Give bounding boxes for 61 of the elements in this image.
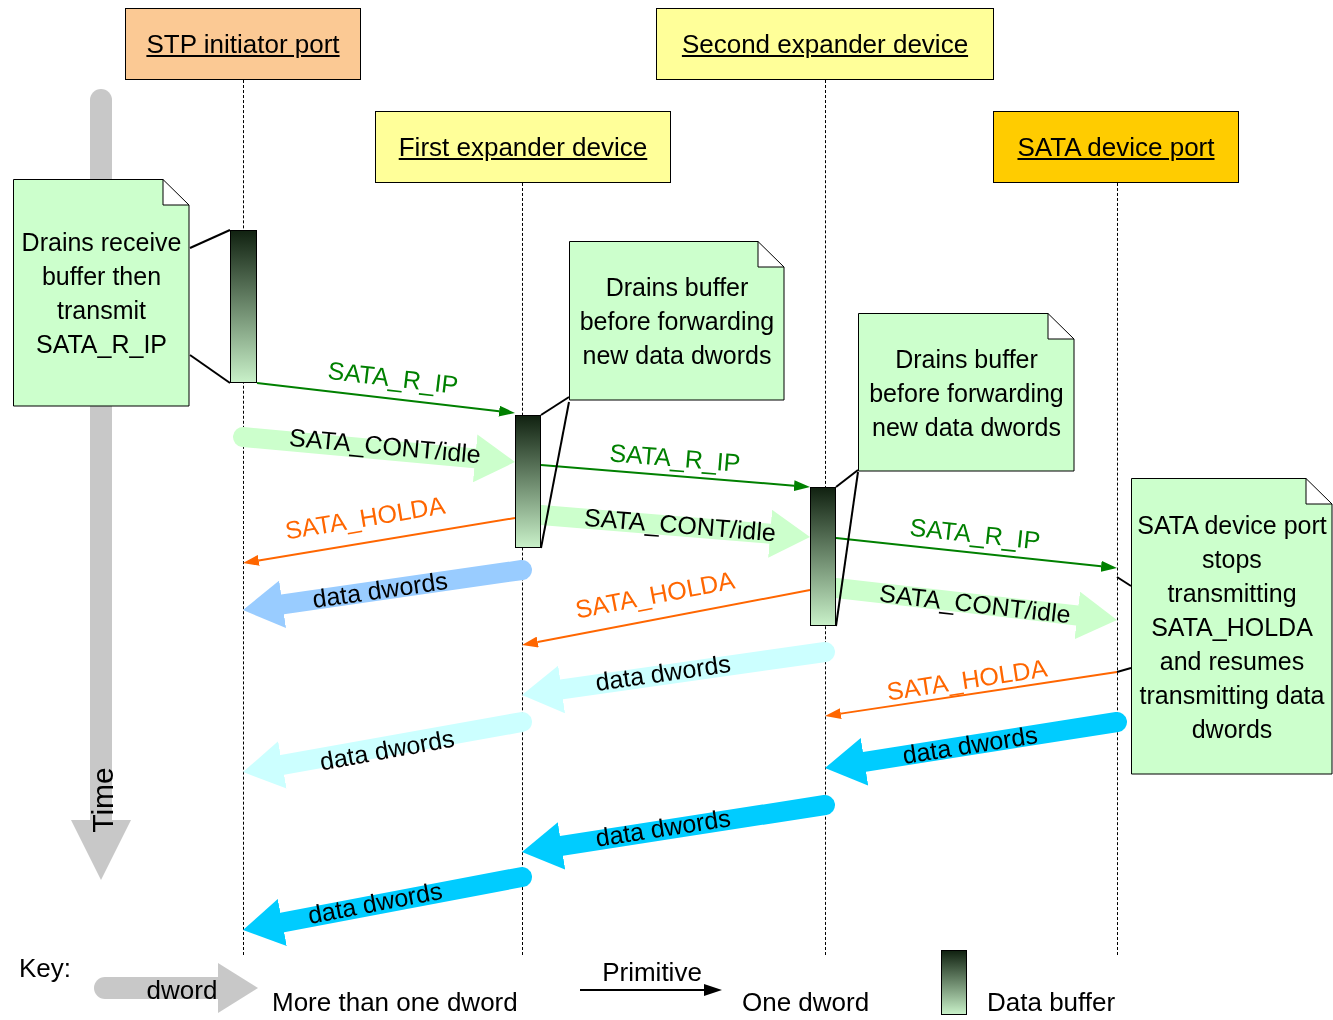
key-heading: Key: [19, 952, 71, 984]
participant-box [375, 111, 671, 183]
edge-label: SATA_R_IP [608, 438, 742, 478]
leader-line [1116, 667, 1132, 673]
participant-box [125, 8, 361, 80]
note-box [569, 241, 785, 401]
arrow [835, 537, 1117, 572]
leader-line [189, 354, 231, 384]
legend-text: More than one dword [272, 986, 518, 1018]
leader-line [1116, 576, 1132, 587]
edge-label: data dwords [900, 720, 1040, 770]
lifeline [1117, 183, 1118, 955]
edge-label: SATA_CONT/idle [877, 578, 1073, 630]
leader-line [540, 396, 570, 416]
wide-arrow [243, 867, 532, 947]
note-text: Drains buffer before forwarding new data dwords [578, 272, 776, 371]
data-buffer-bar [230, 230, 257, 383]
participant-box [656, 8, 994, 80]
note-text: Drains receive buffer then transmit SATA_R_IP [20, 227, 183, 360]
note-text: Drains buffer before forwarding new data dwords [868, 343, 1065, 443]
edge-label: data dwords [305, 876, 445, 930]
data-buffer-bar [810, 487, 836, 626]
arrow [825, 671, 1118, 720]
wide-arrow [243, 560, 532, 629]
arrow [540, 464, 810, 492]
edge-label: data dwords [310, 566, 450, 614]
edge-label: SATA_R_IP [326, 356, 460, 400]
edge-label: SATA_R_IP [908, 512, 1042, 556]
legend-text: One dword [742, 986, 870, 1018]
note-text: SATA device port stops transmitting SATA_HOLDA and resumes transmitting data dwords [1137, 509, 1327, 745]
data-buffer-bar [515, 415, 541, 548]
edge-label: data dwords [593, 649, 733, 697]
participant-name: Second expander device [681, 28, 969, 60]
leader-line [189, 229, 231, 249]
participant-name: STP initiator port [146, 28, 340, 60]
edge-label: SATA_CONT/idle [583, 502, 777, 548]
note-box [858, 313, 1075, 472]
edge-label: data dwords [317, 723, 457, 777]
axis-label: Time [86, 767, 120, 833]
wide-arrow [522, 795, 835, 870]
leader-line [835, 469, 859, 488]
legend-text: dword [146, 974, 218, 1006]
participant-box [993, 111, 1239, 183]
participant-name: First expander device [398, 131, 648, 163]
leader-line [835, 471, 859, 627]
note-box [1131, 478, 1333, 775]
arrow [256, 382, 515, 417]
wide-arrow [233, 427, 515, 483]
edge-label: SATA_CONT/idle [288, 422, 482, 470]
legend-text: Primitive [602, 956, 702, 988]
leader-line [540, 401, 570, 549]
wide-arrow [522, 642, 835, 714]
edge-label: data dwords [593, 803, 733, 853]
edge-label: SATA_HOLDA [282, 490, 448, 546]
participant-name: SATA device port [1017, 131, 1215, 163]
note-box [13, 179, 190, 407]
legend-text: Data buffer [987, 986, 1116, 1018]
arrow [522, 589, 811, 648]
wide-arrow [243, 712, 532, 789]
arrow [243, 517, 516, 566]
edge-label: SATA_HOLDA [884, 653, 1050, 707]
